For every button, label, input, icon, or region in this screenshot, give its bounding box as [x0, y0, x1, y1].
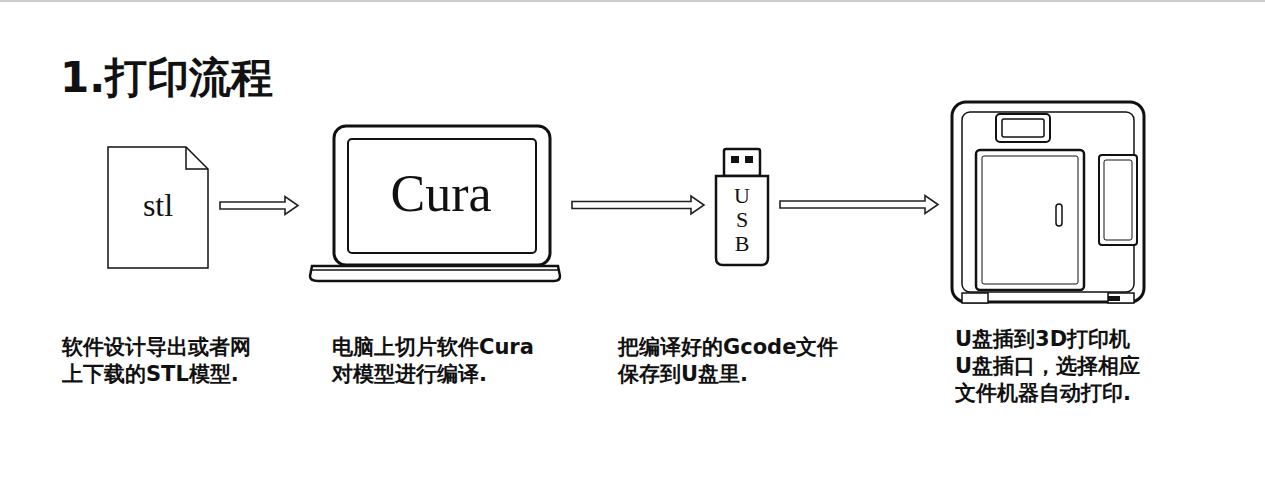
printer-node: U盘插到3D打印机 U盘插口，选择相应 文件机器自动打印.	[950, 100, 1146, 305]
step-caption: 电脑上切片软件Cura 对模型进行编译.	[332, 334, 582, 388]
step-caption: 把编译好的Gcode文件 保存到U盘里.	[618, 334, 868, 388]
diagram-title: 1.打印流程	[60, 50, 273, 106]
top-rule	[0, 0, 1265, 2]
file-node: stl软件设计导出或者网 上下载的STL模型.	[108, 147, 208, 268]
flow-arrow	[220, 197, 298, 215]
icon-label: USB	[731, 184, 753, 257]
flow-arrow	[572, 196, 704, 214]
usb-icon	[716, 149, 768, 265]
icon-label: Cura	[316, 168, 566, 220]
usb-node: USB把编译好的Gcode文件 保存到U盘里.	[716, 148, 768, 265]
software-node: Cura电脑上切片软件Cura 对模型进行编译.	[310, 125, 560, 282]
printer-icon	[952, 102, 1144, 303]
flow-arrow	[780, 196, 938, 214]
icon-label: stl	[108, 189, 208, 221]
step-caption: 软件设计导出或者网 上下载的STL模型.	[62, 334, 312, 388]
file-icon	[108, 147, 208, 268]
step-caption: U盘插到3D打印机 U盘插口，选择相应 文件机器自动打印.	[955, 326, 1205, 407]
